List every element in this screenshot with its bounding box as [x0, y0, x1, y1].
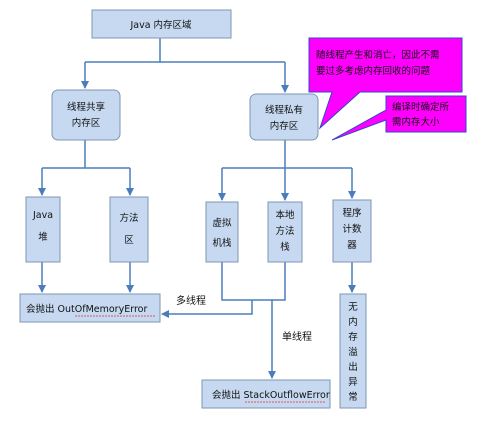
node-shared-line-1: 线程共享: [67, 101, 105, 113]
node-native-stack: 本地 方法 栈: [267, 201, 303, 263]
node-private-line-1: 线程私有: [265, 104, 303, 116]
callout-lifecycle-line-2: 要过多考虑内存回收的问题: [316, 65, 431, 77]
node-noexc-char-6: 异: [348, 377, 358, 388]
callout-compile-line-2: 需内存大小: [392, 116, 440, 128]
callout-lifecycle: 随线程产生和消亡，因此不需 要过多考虑内存回收的问题: [308, 37, 463, 130]
node-vmstack-line-1: 虚拟: [212, 217, 232, 229]
edge-private-split: [222, 140, 352, 169]
node-method-area: 方法 区: [109, 196, 149, 263]
node-pc-line-2: 计数: [342, 223, 362, 235]
node-pc-line-1: 程序: [342, 207, 362, 219]
edge-label-multi-thread: 多线程: [176, 294, 206, 307]
callout-lifecycle-line-1: 随线程产生和消亡，因此不需: [316, 49, 440, 61]
node-pc-line-3: 器: [347, 240, 357, 251]
edge-multi-thread: [161, 300, 253, 318]
node-noexc-char-5: 出: [348, 361, 358, 373]
node-noexc-char-4: 溢: [348, 346, 358, 358]
callout-compile-line-1: 编译时确定所: [392, 101, 450, 113]
edge-label-single-thread: 单线程: [282, 330, 312, 343]
node-native-line-1: 本地: [275, 209, 295, 221]
node-noexc-char-1: 无: [348, 302, 358, 313]
callout-compile-time: 编译时确定所 需内存大小: [331, 95, 467, 141]
connectors: [38, 38, 356, 379]
node-heap-line-1: Java: [32, 210, 53, 221]
edge-stacks-merge: [221, 262, 286, 301]
node-shared-line-2: 内存区: [72, 117, 101, 129]
node-soe-label: 会抛出 StackOutflowError: [212, 389, 330, 401]
node-noexc-char-7: 常: [348, 391, 358, 403]
node-method-line-2: 区: [124, 235, 134, 246]
node-no-exception: 无 内 存 溢 出 异 常: [339, 293, 367, 409]
node-oom: 会抛出 OutOfMemoryError: [19, 293, 161, 323]
node-soe: 会抛出 StackOutflowError: [201, 379, 331, 409]
node-native-line-2: 方法: [275, 225, 294, 237]
node-pc-register: 程序 计数 器: [332, 199, 372, 263]
node-method-line-1: 方法: [119, 212, 138, 224]
node-noexc-char-3: 存: [348, 331, 358, 343]
node-oom-label: 会抛出 OutOfMemoryError: [26, 303, 147, 315]
node-root-label: Java 内存区域: [129, 19, 192, 31]
node-private-line-2: 内存区: [270, 120, 299, 132]
node-vmstack-line-2: 机栈: [212, 237, 232, 249]
node-shared: 线程共享 内存区: [51, 89, 121, 141]
node-heap-line-2: 堆: [38, 232, 48, 243]
node-root: Java 内存区域: [91, 9, 232, 39]
edge-shared-split: [42, 140, 130, 169]
node-native-line-3: 栈: [280, 241, 290, 253]
node-heap: Java 堆: [25, 196, 61, 263]
node-vm-stack: 虚拟 机栈: [205, 201, 239, 263]
node-private: 线程私有 内存区: [249, 93, 319, 141]
node-noexc-char-2: 内: [348, 316, 358, 328]
